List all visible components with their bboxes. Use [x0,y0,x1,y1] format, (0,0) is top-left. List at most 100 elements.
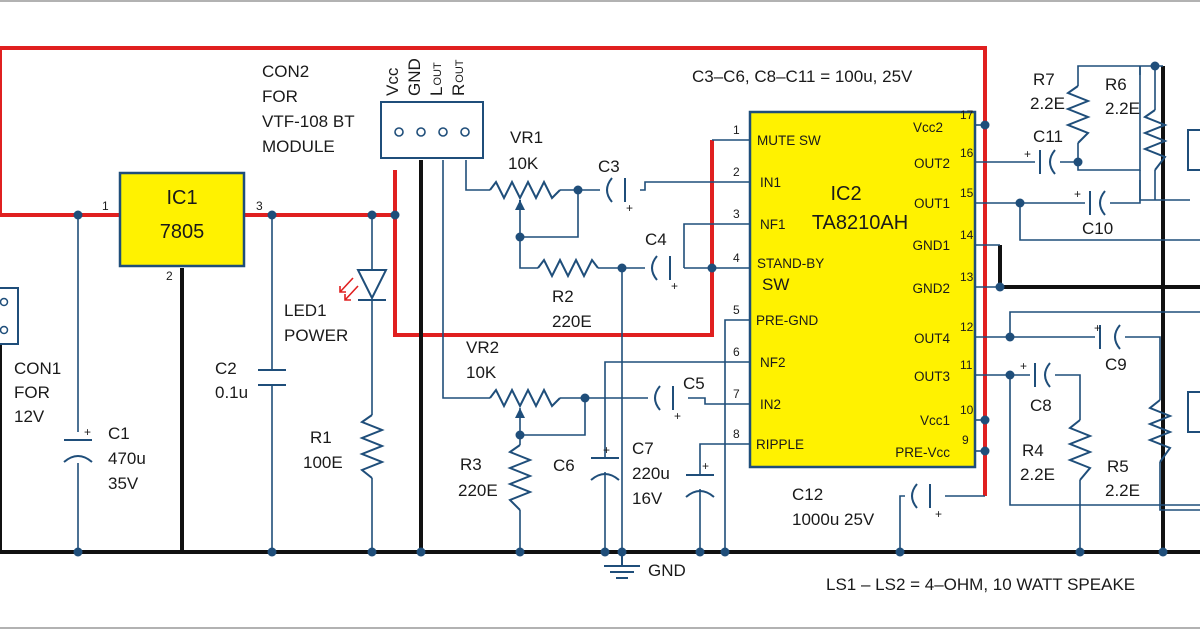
c2-value: 0.1u [215,383,248,402]
ic1-pin-in: 1 [102,199,109,213]
ic2-pin-6-name: NF2 [760,355,786,370]
ic2-pin-6-num: 6 [733,345,740,359]
ic2-pin-16-num: 16 [960,146,974,160]
ground-rail [0,66,1200,554]
ic2-pin-12-num: 12 [960,320,974,334]
r1-resistor [359,414,385,479]
c4-label: C4 [645,230,667,249]
r7-value: 2.2E [1030,94,1065,113]
r5-value: 2.2E [1105,481,1140,500]
con1-label-line-1: CON1 [14,359,61,378]
ic2-pin-13-num: 13 [960,270,974,284]
r3-resistor [507,444,533,511]
c10-label: C10 [1082,219,1113,238]
vr2-potentiometer [489,387,561,418]
led1-label-line-1: LED1 [284,301,327,320]
r4-label: R4 [1022,441,1044,460]
svg-text:+: + [671,279,678,293]
ic2-pin-5-name: PRE-GND [756,313,819,328]
con2-pin-vcc: Vcc [383,67,402,96]
ic2-pin-11-num: 11 [960,358,973,372]
r4-value: 2.2E [1020,465,1055,484]
ic2-pin-8-num: 8 [733,427,740,441]
con2-pin-gnd: GND [405,58,424,96]
ic2-pin-10-num: 10 [960,403,974,417]
c4-capacitor: + [651,255,678,293]
c1-capacitor: + [63,425,93,463]
c5-label: C5 [683,374,705,393]
r7-resistor [1065,85,1091,144]
c3-label: C3 [598,157,620,176]
ic2-pin-12-name: OUT4 [914,331,950,346]
c10-capacitor: + [1074,187,1106,216]
r6-value: 2.2E [1105,99,1140,118]
c9-capacitor: + [1094,321,1121,350]
ic2-pin-1-num: 1 [733,123,740,137]
con2-label-line-4: MODULE [262,137,335,156]
ic2-pin-4-name: STAND-BY [757,256,824,271]
svg-text:+: + [603,443,610,457]
power-rail-12v [0,46,987,496]
c2-capacitor [258,369,286,386]
vr2-label: VR2 [466,338,499,357]
con2-label-line-1: CON2 [262,62,309,81]
ic1-name: IC1 [166,187,197,209]
con2-connector: Vcc GND LOUT ROUT [380,58,484,159]
ic1-part: 7805 [160,221,205,243]
con2-label-line-2: FOR [262,87,298,106]
r6-label: R6 [1105,75,1127,94]
c3-capacitor: + [606,177,633,215]
c12-capacitor: + [911,483,942,521]
ic2-pin-3-num: 3 [733,207,740,221]
c11-capacitor: + [1024,147,1056,175]
ic2-pin-17-name: Vcc2 [913,120,943,135]
c2-label: C2 [215,359,237,378]
con2-label-line-3: VTF-108 BT [262,112,355,131]
led1-label-line-2: POWER [284,326,348,345]
ic2-part: TA8210AH [812,212,908,234]
c7-capacitor: + [685,459,715,498]
ic2-pin-15-num: 15 [960,186,974,200]
c5-capacitor: + [654,385,681,423]
con2-pin-lout: LOUT [427,62,446,96]
c1-label: C1 [108,424,130,443]
svg-text:+: + [626,201,633,215]
ic1-regulator: IC1 7805 1 2 3 [102,171,263,283]
vr1-potentiometer [489,179,561,210]
r5-resistor [1147,399,1173,463]
ic2-pin-17-num: 17 [960,108,974,122]
con1-connector [0,287,19,345]
c6-label: C6 [553,456,575,475]
svg-text:+: + [1074,187,1081,201]
ic2-pin-4-num: 4 [733,251,740,265]
con1-label-line-2: FOR [14,383,50,402]
vr2-value: 10K [466,363,497,382]
r7-label: R7 [1033,70,1055,89]
vr1-label: VR1 [510,128,543,147]
r4-resistor [1067,419,1093,481]
c12-label: C12 [792,485,823,504]
ic2-pin-11-name: OUT3 [914,369,950,384]
con1-label-line-3: 12V [14,407,45,426]
ic2-pin-7-num: 7 [733,387,740,401]
r2-value: 220E [552,312,592,331]
capacitor-note: C3–C6, C8–C11 = 100u, 25V [692,67,913,86]
ic1-pin-gnd: 2 [166,269,173,283]
vr1-value: 10K [508,154,539,173]
ic1-pin-out: 3 [256,199,263,213]
c6-capacitor: + [590,443,620,481]
ic2-pin-2-name: IN1 [760,175,781,190]
svg-text:+: + [935,507,942,521]
r2-resistor [537,257,599,279]
r6-resistor [1142,109,1168,171]
c7-value: 220u [632,464,670,483]
ic2-pin-14-num: 14 [960,228,974,242]
ic2-pin-9-num: 9 [962,433,969,447]
ic2-pin-14-name: GND1 [912,238,950,253]
led1-diode [339,269,388,301]
c11-label: C11 [1033,127,1063,146]
signal-wires [77,65,1200,552]
c7-label: C7 [632,439,654,458]
ic2-pin-10-name: Vcc1 [920,413,950,428]
